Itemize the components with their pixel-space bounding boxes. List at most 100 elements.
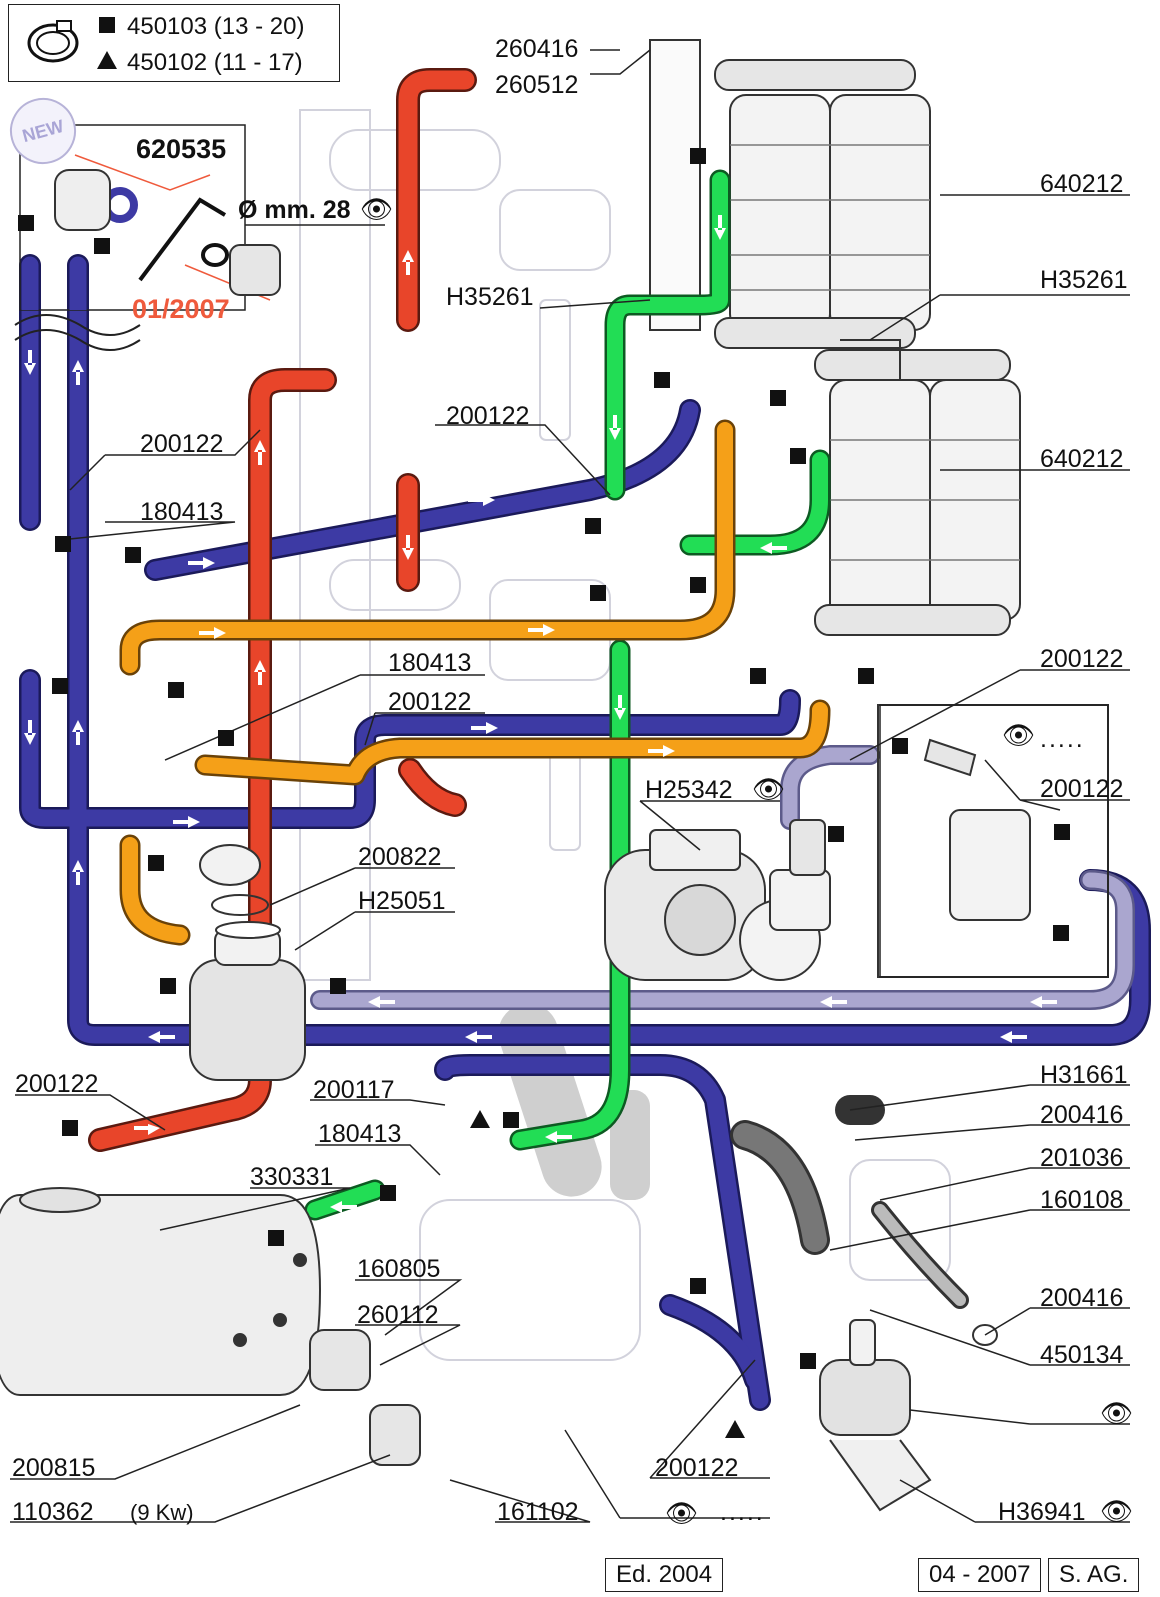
clamp-marker	[168, 682, 184, 698]
edition-box: Ed. 2004	[605, 1558, 724, 1593]
part-200122-bottom: 200122	[655, 1454, 739, 1482]
clamp-marker	[380, 1185, 396, 1201]
legend-square-text: 450103 (13 - 20)	[127, 13, 305, 40]
part-200416-b: 200416	[1040, 1284, 1124, 1312]
part-h36941: H36941	[998, 1498, 1086, 1526]
legend-triangle-text: 450102 (11 - 17)	[127, 49, 303, 76]
legend-square-marker	[99, 17, 115, 33]
company-box: S. AG.	[1048, 1558, 1140, 1593]
clamp-marker	[94, 238, 110, 254]
hose-201036	[730, 1095, 998, 1346]
pump	[604, 819, 831, 981]
part-180413-center: 180413	[388, 649, 472, 677]
part-200122-right: 200122	[1040, 645, 1124, 673]
clamp-marker	[503, 1112, 519, 1128]
break-line	[14, 314, 141, 336]
part-640212-a: 640212	[1040, 170, 1124, 198]
clamp-marker-triangle	[725, 1420, 745, 1438]
clamp-marker	[218, 730, 234, 746]
clamp-marker	[654, 372, 670, 388]
eye-icon-valve: 👁	[1100, 1398, 1134, 1428]
part-200822: 200822	[358, 843, 442, 871]
clamp-marker	[828, 826, 844, 842]
flow-arrows	[24, 215, 1057, 1213]
clamp-marker	[585, 518, 601, 534]
hose-clamp-icon	[27, 20, 79, 63]
part-260112: 260112	[357, 1301, 439, 1329]
clamp-marker-triangle	[470, 1110, 490, 1128]
part-h25342: H25342	[645, 776, 733, 804]
clamp-marker	[690, 148, 706, 164]
clamp-marker	[148, 855, 164, 871]
clamp-marker	[125, 547, 141, 563]
clamp-marker	[52, 678, 68, 694]
part-h35261-b: H35261	[1040, 266, 1128, 294]
part-h25051: H25051	[358, 887, 446, 915]
boiler	[0, 1187, 421, 1466]
clamp-marker	[1053, 925, 1069, 941]
part-201036: 201036	[1040, 1144, 1124, 1172]
part-h35261-a: H35261	[446, 283, 534, 311]
part-180413-left: 180413	[140, 498, 224, 526]
leader-lines	[10, 49, 1130, 1523]
gray-ghost-pipe	[498, 1003, 602, 1197]
dots-bottom: .....	[720, 1498, 765, 1526]
clamp-marker	[62, 1120, 78, 1136]
part-200416-a: 200416	[1040, 1101, 1124, 1129]
clamp-marker	[330, 978, 346, 994]
part-260416-top: 260416	[495, 35, 579, 63]
clamp-marker	[770, 390, 786, 406]
ghost-components	[299, 109, 951, 1361]
legend-box: 450103 (13 - 20) 450102 (11 - 17)	[8, 4, 340, 82]
eye-icon: 👁	[360, 194, 394, 224]
red-pipes	[88, 68, 477, 1152]
clamp-marker	[690, 1278, 706, 1294]
date-red-label: 01/2007	[132, 294, 230, 324]
part-200122-box-right: 200122	[1040, 775, 1124, 803]
part-640212-b: 640212	[1040, 445, 1124, 473]
eye-icon-pump: 👁	[752, 774, 786, 804]
clamp-marker	[1054, 824, 1070, 840]
radiator-640212-bottom	[814, 339, 1021, 636]
expansion-tank	[189, 844, 306, 1081]
clamp-marker	[18, 215, 34, 231]
part-200122-center: 200122	[388, 688, 472, 716]
part-330331: 330331	[250, 1163, 334, 1191]
part-450134: 450134	[1040, 1341, 1124, 1369]
part-200122-mid: 200122	[446, 402, 530, 430]
clamp-marker	[790, 448, 806, 464]
green-pipes	[304, 169, 831, 1221]
clamp-marker	[858, 668, 874, 684]
legend-triangle-marker	[97, 51, 117, 69]
valve-h36941	[819, 1319, 932, 1512]
eye-icon-bottom: 👁	[665, 1498, 699, 1528]
part-200122-bottomleft: 200122	[15, 1070, 99, 1098]
clamp-marker	[590, 585, 606, 601]
clamp-marker	[750, 668, 766, 684]
part-260512: 260512	[495, 71, 579, 99]
part-161102: 161102	[497, 1498, 579, 1526]
revision-date-box: 04 - 2007	[918, 1558, 1042, 1593]
part-200117: 200117	[313, 1076, 395, 1104]
clamp-marker	[268, 1230, 284, 1246]
clamp-marker	[160, 978, 176, 994]
part-620535: 620535	[136, 134, 227, 164]
blue-pipes	[19, 254, 1151, 1411]
part-160805: 160805	[357, 1255, 441, 1283]
part-200815: 200815	[12, 1454, 96, 1482]
diameter-label: Ø mm. 28	[238, 196, 351, 224]
part-110362-note: (9 Kw)	[130, 1500, 194, 1525]
part-110362: 110362	[12, 1498, 94, 1526]
gray-ghost-pipe-2	[610, 1090, 650, 1200]
clamp-marker	[690, 577, 706, 593]
break-line-2	[14, 329, 141, 351]
eye-icon-right: 👁	[1002, 720, 1036, 750]
clamp-marker	[892, 738, 908, 754]
dots-right: .....	[1040, 725, 1085, 753]
part-200122-left: 200122	[140, 430, 224, 458]
clamp-marker	[55, 536, 71, 552]
clamp-marker	[800, 1353, 816, 1369]
eye-icon-h36941: 👁	[1100, 1496, 1134, 1526]
